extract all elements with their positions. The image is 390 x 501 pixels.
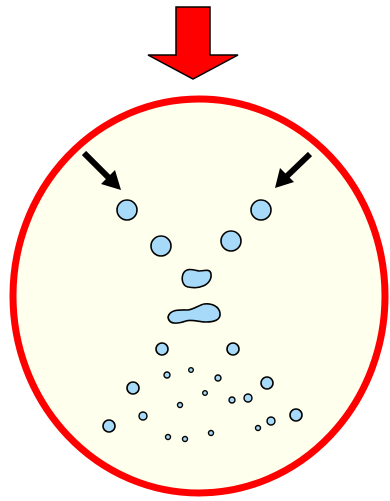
cell-small <box>139 412 147 420</box>
cell-small <box>267 417 275 425</box>
cell-medium <box>127 382 139 394</box>
cell-small <box>215 375 221 381</box>
cell-small <box>256 426 261 431</box>
cell-small <box>229 397 235 403</box>
cell-small <box>203 391 208 396</box>
cell-medium <box>156 343 168 355</box>
cell-small <box>189 368 194 373</box>
cell-large <box>221 231 241 251</box>
cell-large <box>151 236 171 256</box>
top-arrow <box>148 7 238 79</box>
cell-medium <box>227 343 239 355</box>
dish-circle <box>13 99 385 493</box>
down-arrow-icon <box>148 7 238 79</box>
cell-small <box>166 435 171 440</box>
cell-small <box>178 403 183 408</box>
cell-large <box>117 200 137 220</box>
cell-medium <box>261 377 273 389</box>
cell-small <box>209 431 214 436</box>
cell-small <box>164 372 170 378</box>
cell-medium <box>103 420 115 432</box>
cell-large <box>251 200 271 220</box>
cell-small <box>183 437 188 442</box>
cell-medium <box>290 409 302 421</box>
cell-small <box>244 394 252 402</box>
